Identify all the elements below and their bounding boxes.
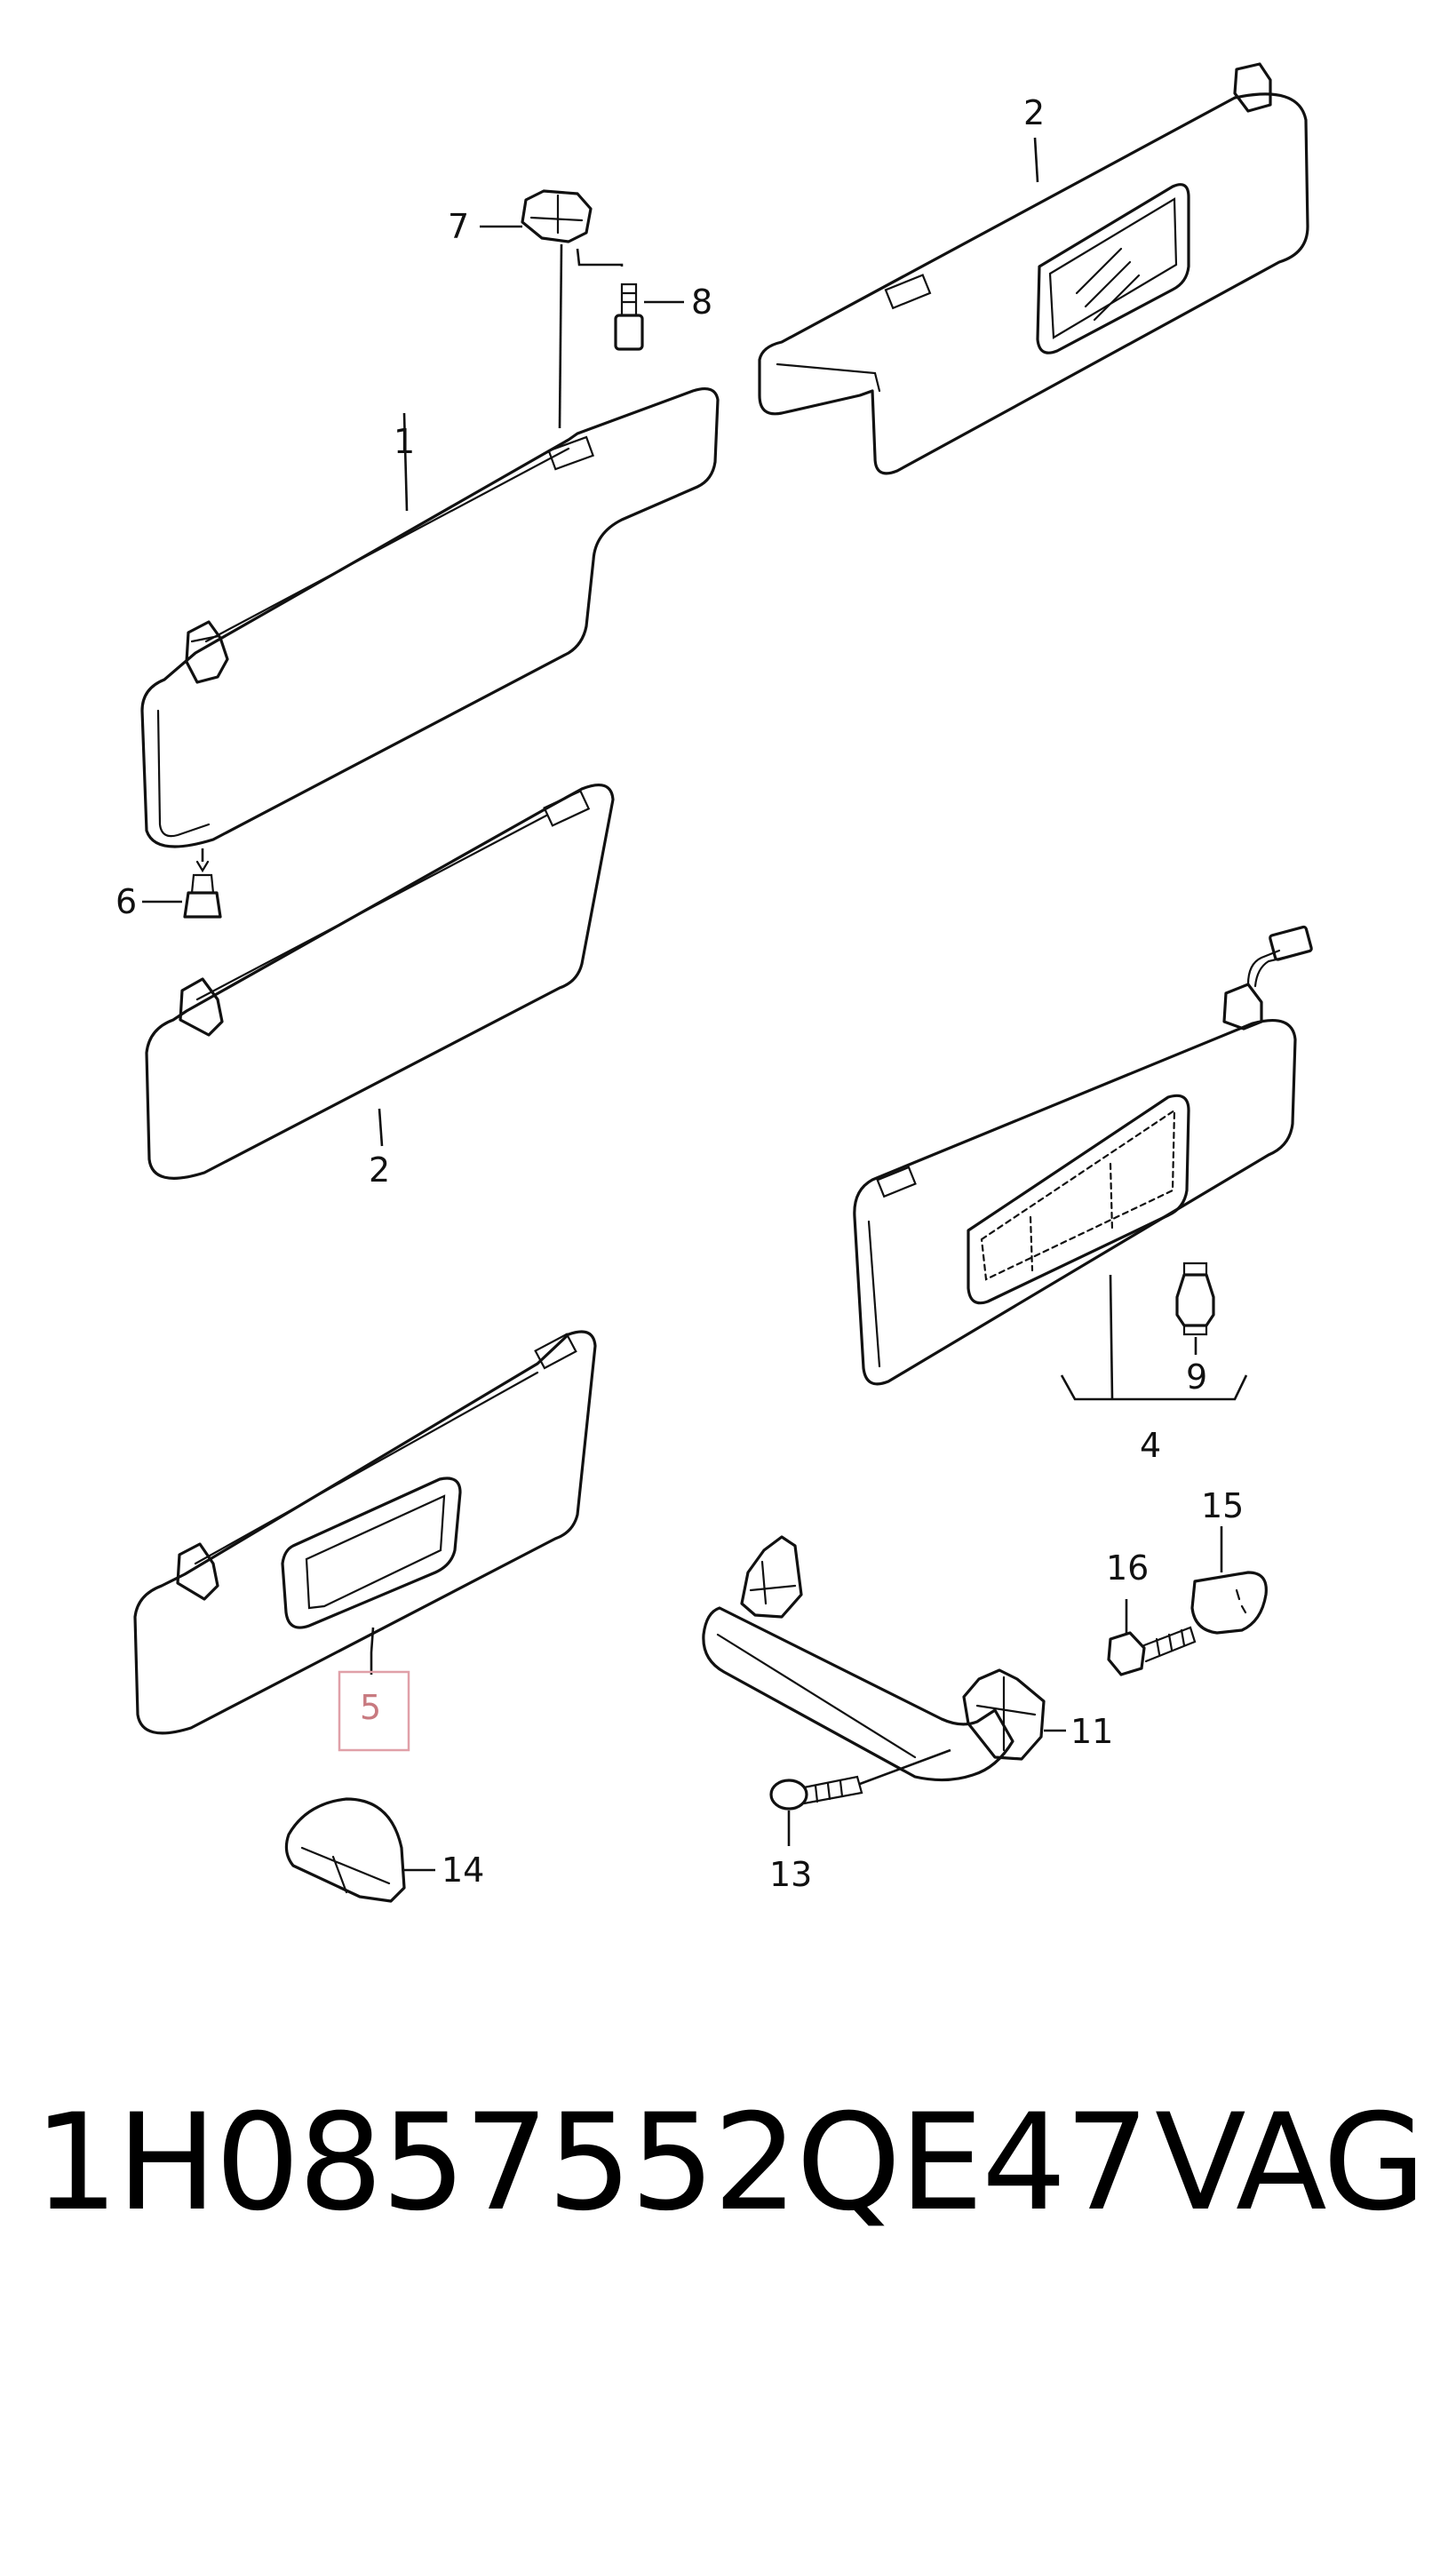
part-14-hook bbox=[284, 1797, 435, 1903]
callout-2-top: 2 bbox=[1023, 93, 1045, 132]
exploded-parts-diagram: 1 2 2 4 5 6 7 8 9 11 13 14 15 16 bbox=[115, 62, 1313, 1903]
callout-6: 6 bbox=[115, 882, 137, 921]
callout-4: 4 bbox=[1140, 1426, 1161, 1465]
brand-name: VAG bbox=[1155, 2086, 1426, 2241]
part-7-mounting-clip bbox=[521, 189, 624, 429]
part-16-bolt bbox=[1107, 1599, 1197, 1676]
part-number: 1H0857552QE47 bbox=[34, 2086, 1150, 2241]
callout-16: 16 bbox=[1106, 1548, 1149, 1588]
callout-8: 8 bbox=[691, 283, 712, 322]
part-1-sun-visor bbox=[140, 387, 720, 848]
callout-9: 9 bbox=[1186, 1357, 1207, 1397]
part-6-plug bbox=[183, 848, 222, 919]
leader-lines bbox=[142, 137, 1039, 1675]
part-15-cap bbox=[1190, 1526, 1268, 1635]
callout-5-highlight-box bbox=[338, 1670, 410, 1752]
callout-11: 11 bbox=[1070, 1712, 1113, 1751]
part-8-screw bbox=[614, 283, 644, 351]
part-caption: 1H0857552QE47 VAG bbox=[0, 2083, 1456, 2243]
part-4-sun-visor-illuminated bbox=[853, 925, 1313, 1401]
part-2-sun-visor-plain bbox=[145, 783, 615, 1180]
part-11-grab-handle bbox=[702, 1535, 1066, 1782]
callout-15: 15 bbox=[1201, 1486, 1244, 1525]
part-2-sun-visor-with-mirror bbox=[758, 62, 1309, 475]
callout-1: 1 bbox=[394, 422, 415, 461]
part-9-bulb bbox=[1175, 1262, 1215, 1355]
callout-13: 13 bbox=[769, 1855, 812, 1894]
parts-diagram-page: 1 2 2 4 5 6 7 8 9 11 13 14 15 16 1H08575… bbox=[0, 62, 1456, 2243]
part-13-screw bbox=[769, 1748, 951, 1846]
callout-labels: 1 2 2 4 5 6 7 8 9 11 13 14 15 16 bbox=[115, 93, 1244, 1894]
callout-5: 5 bbox=[360, 1688, 381, 1727]
callout-2-middle: 2 bbox=[369, 1150, 390, 1190]
callout-7: 7 bbox=[448, 207, 469, 246]
callout-14: 14 bbox=[442, 1851, 484, 1890]
